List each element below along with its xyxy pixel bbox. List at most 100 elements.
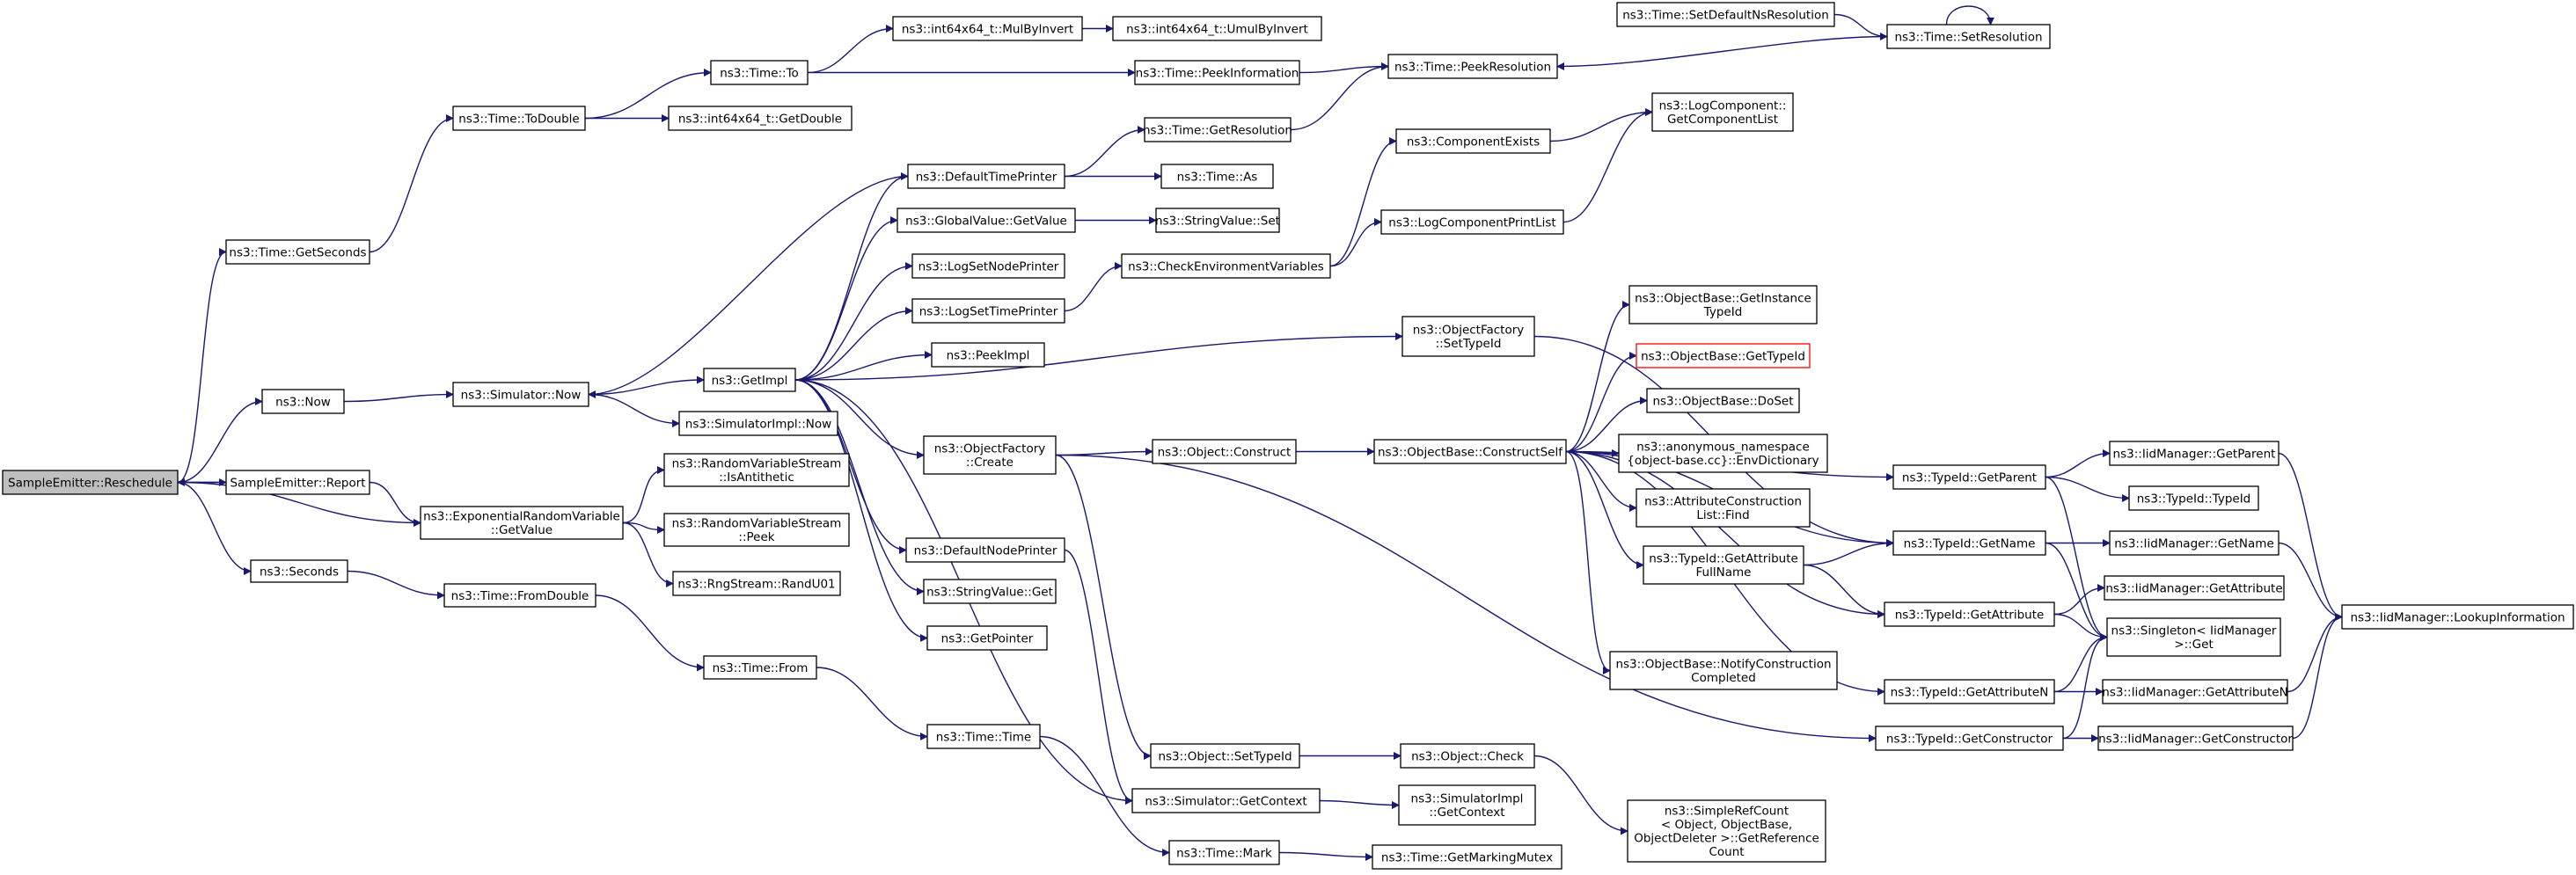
node-fromdouble[interactable]: ns3::Time::FromDouble	[443, 583, 596, 608]
node-iidgetname[interactable]: ns3::IidManager::GetName	[2109, 530, 2280, 556]
node-box	[1134, 60, 1300, 85]
node-compexists[interactable]: ns3::ComponentExists	[1395, 128, 1551, 154]
node-iidgetattrn[interactable]: ns3::IidManager::GetAttributeN	[2102, 679, 2288, 704]
node-defaultnode[interactable]: ns3::DefaultNodePrinter	[905, 537, 1065, 563]
node-box	[1395, 128, 1551, 154]
node-iidgetctor[interactable]: ns3::IidManager::GetConstructor	[2097, 726, 2294, 751]
edge-setres-to-setres	[1945, 5, 1994, 26]
node-box	[2106, 617, 2281, 657]
node-tidgetattr[interactable]: ns3::TypeId::GetAttribute	[1884, 602, 2055, 627]
node-box	[2104, 575, 2285, 601]
node-simgetctx[interactable]: ns3::Simulator::GetContext	[1131, 788, 1321, 813]
node-reschedule[interactable]: SampleEmitter::Reschedule	[2, 470, 179, 495]
node-umulbyinvert[interactable]: ns3::int64x64_t::UmulByInvert	[1112, 16, 1322, 41]
node-logsetnode[interactable]: ns3::LogSetNodePrinter	[911, 253, 1065, 279]
node-label: ns3::SimpleRefCount	[1665, 805, 1789, 819]
node-simimplgetctx[interactable]: ns3::SimulatorImpl::GetContext	[1398, 784, 1536, 826]
node-setres[interactable]: ns3::Time::SetResolution	[1886, 24, 2051, 49]
node-timefrom[interactable]: ns3::Time::From	[703, 655, 817, 680]
node-tidgetattrn[interactable]: ns3::TypeId::GetAttributeN	[1884, 679, 2055, 704]
node-stringget[interactable]: ns3::StringValue::Get	[923, 579, 1057, 604]
node-simplerefcount[interactable]: ns3::SimpleRefCount< Object, ObjectBase,…	[1627, 799, 1826, 863]
node-mulbyinvert[interactable]: ns3::int64x64_t::MulByInvert	[892, 16, 1083, 41]
node-tidgetparent[interactable]: ns3::TypeId::GetParent	[1892, 464, 2046, 490]
node-label: ns3::ObjectBase::NotifyConstruction	[1615, 658, 1831, 672]
node-label: ns3::Seconds	[260, 565, 339, 579]
edge-logcompprint-to-logcompget	[1562, 108, 1653, 223]
node-box	[703, 655, 817, 680]
node-defaulttimeprinter[interactable]: ns3::DefaultTimePrinter	[907, 164, 1065, 189]
node-timemark[interactable]: ns3::Time::Mark	[1168, 840, 1280, 865]
node-getpointer[interactable]: ns3::GetPointer	[926, 625, 1048, 651]
node-box	[1646, 388, 1800, 413]
edge-constructself-to-tidgetattrfull	[1565, 450, 1644, 569]
node-constructself[interactable]: ns3::ObjectBase::ConstructSelf	[1373, 439, 1567, 464]
node-report[interactable]: SampleEmitter::Report	[225, 470, 370, 495]
node-logcompprint[interactable]: ns3::LogComponentPrintList	[1380, 209, 1564, 235]
node-getres[interactable]: ns3::Time::GetResolution	[1143, 117, 1292, 142]
node-label: ns3::ExponentialRandomVariable	[423, 510, 620, 524]
edge-getres-to-peekres	[1290, 62, 1389, 131]
node-randu01[interactable]: ns3::RngStream::RandU01	[672, 571, 841, 596]
node-peekimpl[interactable]: ns3::PeekImpl	[931, 342, 1045, 368]
node-ofcreate[interactable]: ns3::ObjectFactory::Create	[923, 435, 1057, 475]
node-timetime[interactable]: ns3::Time::Time	[926, 724, 1041, 749]
node-stringset[interactable]: ns3::StringValue::Set	[1155, 208, 1280, 233]
node-simimplnow[interactable]: ns3::SimulatorImpl::Now	[678, 411, 838, 436]
node-tidgetname[interactable]: ns3::TypeId::GetName	[1892, 530, 2046, 556]
node-seconds[interactable]: ns3::Seconds	[250, 559, 348, 583]
node-tidtypeid[interactable]: ns3::TypeId::TypeId	[2128, 485, 2259, 511]
node-box	[452, 106, 586, 131]
node-iidgetparent[interactable]: ns3::IidManager::GetParent	[2109, 441, 2280, 466]
node-ofsettypeid[interactable]: ns3::ObjectFactory::SetTypeId	[1401, 316, 1535, 357]
node-label: ns3::Time::ToDouble	[458, 112, 579, 126]
node-setdefaultnsres[interactable]: ns3::Time::SetDefaultNsResolution	[1616, 2, 1835, 27]
node-getimpl[interactable]: ns3::GetImpl	[703, 368, 796, 392]
node-objcheck[interactable]: ns3::Object::Check	[1400, 743, 1535, 769]
node-label: {object-base.cc}::EnvDictionary	[1627, 454, 1819, 468]
node-isanti[interactable]: ns3::RandomVariableStream::IsAntithetic	[663, 453, 850, 487]
node-obdoset[interactable]: ns3::ObjectBase::DoSet	[1646, 388, 1800, 413]
node-tidgetctor[interactable]: ns3::TypeId::GetConstructor	[1875, 726, 2064, 751]
node-label: ::GetContext	[1429, 806, 1504, 820]
node-label: ns3::Time::GetResolution	[1143, 123, 1292, 137]
node-objconstruct[interactable]: ns3::Object::Construct	[1152, 439, 1297, 464]
node-getmarkingmutex[interactable]: ns3::Time::GetMarkingMutex	[1372, 844, 1562, 870]
node-box	[1152, 439, 1297, 464]
node-timeto[interactable]: ns3::Time::To	[710, 60, 809, 85]
edge-getimpl-to-stringget	[794, 379, 925, 595]
node-iidgetattr[interactable]: ns3::IidManager::GetAttribute	[2104, 575, 2285, 601]
edge-getimpl-to-logsetnode	[794, 262, 913, 381]
node-todouble[interactable]: ns3::Time::ToDouble	[452, 106, 586, 131]
edge-report-to-expget	[369, 481, 421, 527]
node-objsettypeid[interactable]: ns3::Object::SetTypeId	[1150, 743, 1300, 769]
node-expget[interactable]: ns3::ExponentialRandomVariable::GetValue	[420, 506, 624, 540]
node-envdict[interactable]: ns3::anonymous_namespace{object-base.cc}…	[1618, 434, 1828, 473]
node-timeas[interactable]: ns3::Time::As	[1160, 164, 1274, 189]
node-notifyconstruct[interactable]: ns3::ObjectBase::NotifyConstructionCompl…	[1609, 651, 1838, 690]
node-now[interactable]: ns3::Now	[261, 389, 345, 414]
node-iidlookup[interactable]: ns3::IidManager::LookupInformation	[2341, 604, 2574, 630]
edge-setdefaultnsres-to-setres	[1833, 13, 1888, 40]
node-logcompget[interactable]: ns3::LogComponent::GetComponentList	[1651, 92, 1794, 132]
node-globalget[interactable]: ns3::GlobalValue::GetValue	[896, 208, 1076, 233]
node-peekres[interactable]: ns3::Time::PeekResolution	[1387, 54, 1558, 79]
node-box	[668, 106, 853, 131]
node-obgettypeid[interactable]: ns3::ObjectBase::GetTypeId	[1636, 343, 1811, 368]
node-rvspeek[interactable]: ns3::RandomVariableStream::Peek	[663, 513, 850, 547]
node-logsettime[interactable]: ns3::LogSetTimePrinter	[911, 298, 1065, 324]
node-singletonget[interactable]: ns3::Singleton< IidManager>::Get	[2106, 617, 2281, 657]
node-simnow[interactable]: ns3::Simulator::Now	[452, 382, 589, 407]
node-peekinfo[interactable]: ns3::Time::PeekInformation	[1134, 60, 1300, 85]
node-checkenv[interactable]: ns3::CheckEnvironmentVariables	[1121, 253, 1331, 279]
node-label: ns3::Time::SetDefaultNsResolution	[1622, 8, 1829, 22]
node-getseconds[interactable]: ns3::Time::GetSeconds	[225, 239, 370, 265]
node-label: ns3::TypeId::TypeId	[2137, 492, 2251, 506]
node-int64getdouble[interactable]: ns3::int64x64_t::GetDouble	[668, 106, 853, 131]
edge-seconds-to-fromdouble	[347, 570, 445, 600]
edge-reschedule-to-expget	[177, 481, 421, 527]
node-box	[710, 60, 809, 85]
